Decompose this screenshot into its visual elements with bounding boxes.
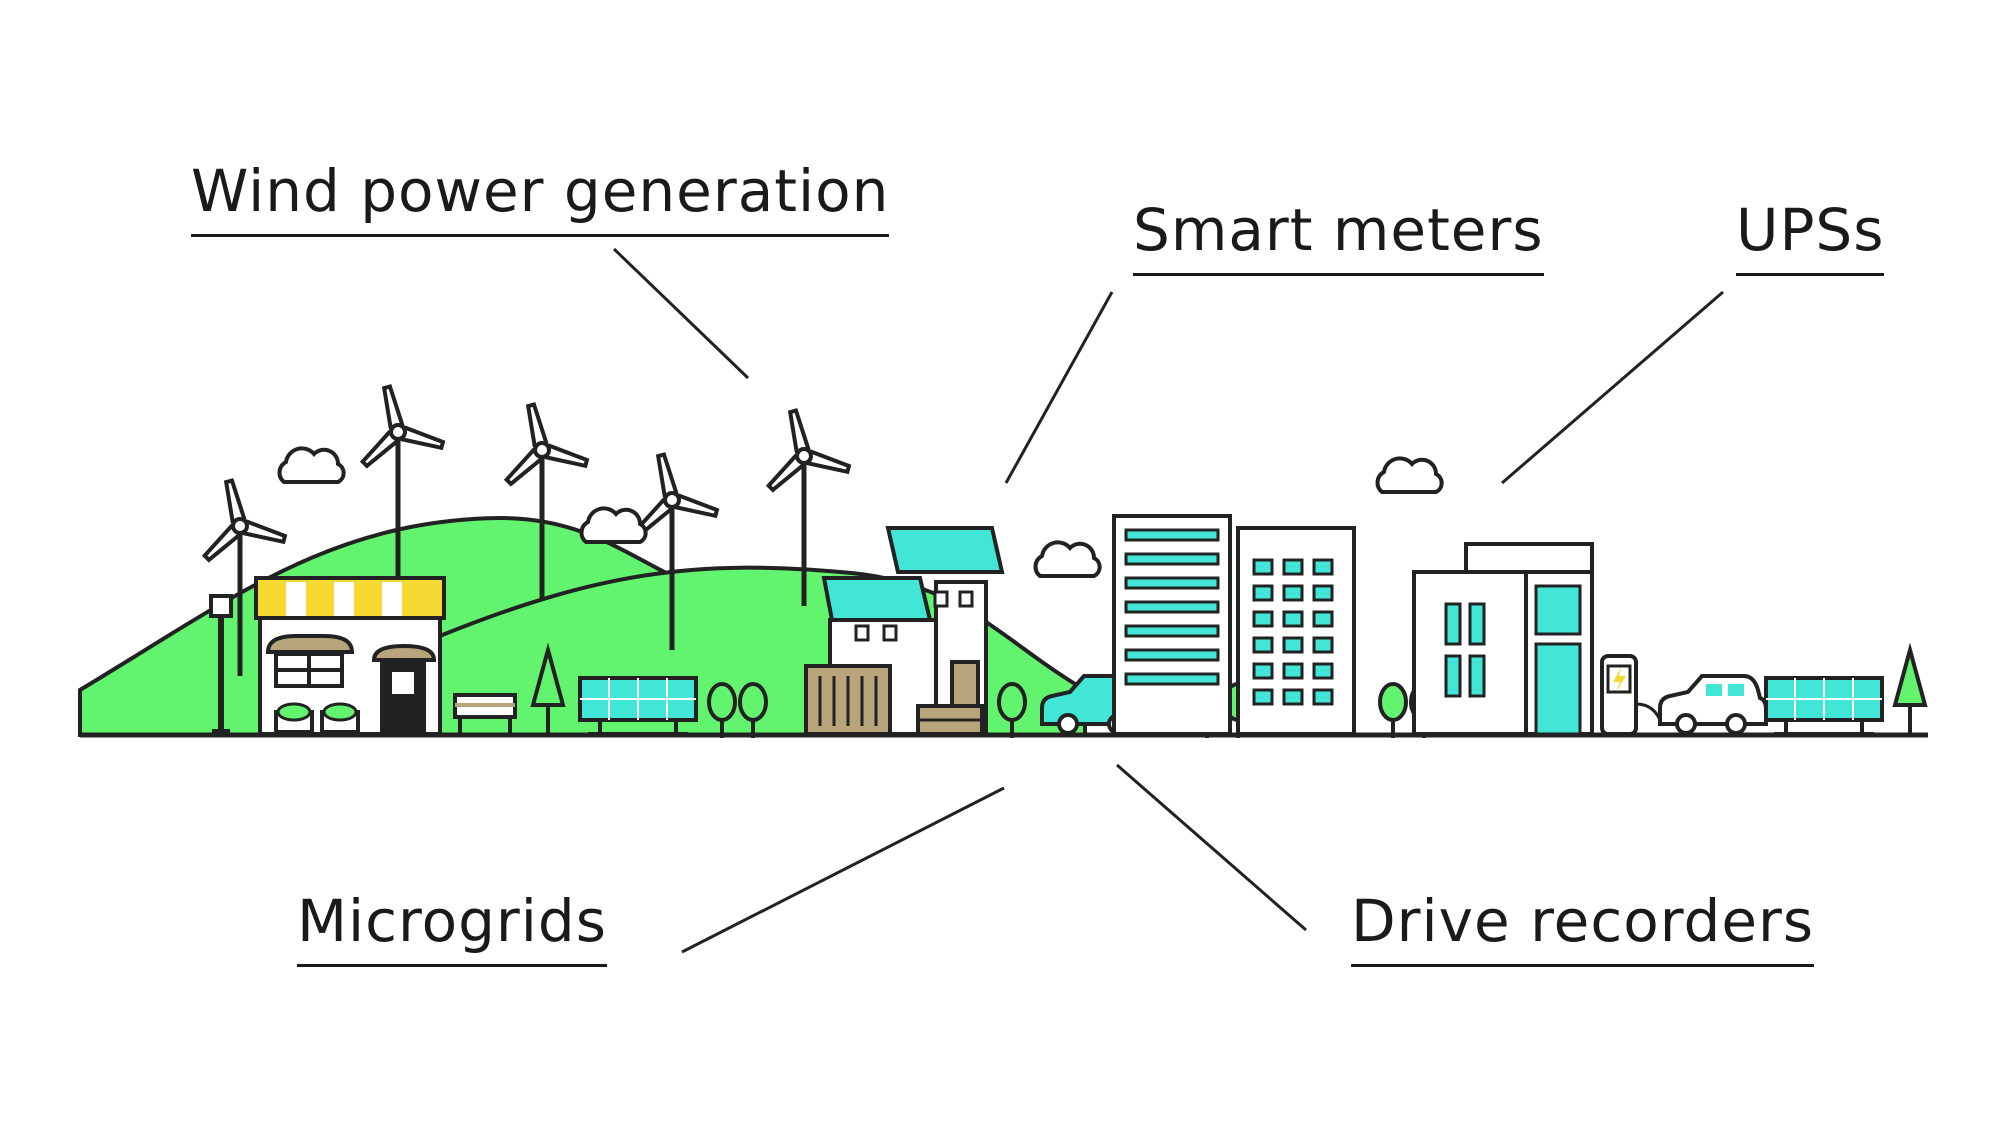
car-icon <box>1658 674 1768 735</box>
wind-leader-line <box>612 247 750 380</box>
drive-recorders-leader-line <box>1116 763 1307 932</box>
data-center-building <box>1412 542 1594 736</box>
smart-meters-leader-line <box>1004 291 1114 484</box>
bench-icon <box>453 693 517 734</box>
ups-leader-line <box>1501 290 1724 485</box>
shop-building <box>254 576 446 736</box>
street-lamp-icon <box>209 594 233 735</box>
solar-house <box>804 526 1005 736</box>
microgrids-leader-line <box>681 786 1005 954</box>
ups-label: UPSs <box>1736 201 1885 276</box>
wind-power-generation-label: Wind power generation <box>191 162 890 237</box>
office-building <box>1112 514 1232 736</box>
apartment-building <box>1236 526 1356 736</box>
drive-recorders-label: Drive recorders <box>1351 892 1815 967</box>
smart-meters-label: Smart meters <box>1133 201 1544 276</box>
microgrids-label: Microgrids <box>297 892 607 967</box>
ev-charger-icon <box>1600 654 1664 736</box>
leader-lines <box>612 247 1724 954</box>
